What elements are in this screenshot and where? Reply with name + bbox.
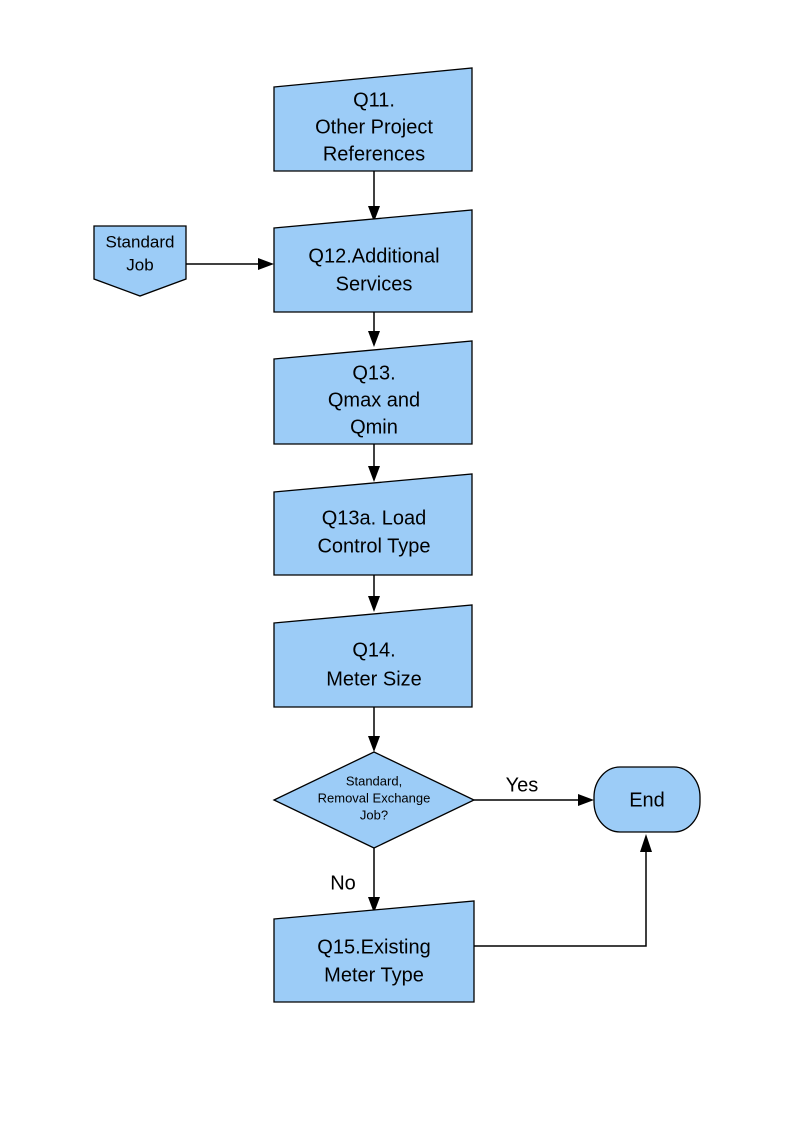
arrow-head-icon bbox=[368, 736, 380, 752]
connector-q12-to-q13 bbox=[368, 312, 380, 347]
node-q14-shape[interactable] bbox=[273, 604, 473, 708]
node-end-label: End bbox=[629, 789, 665, 811]
arrow-head-icon bbox=[258, 258, 274, 270]
node-q12-line1: Q12.Additional bbox=[308, 245, 439, 267]
connector-q13a-to-q14 bbox=[368, 575, 380, 612]
node-q12-line2: Services bbox=[336, 273, 413, 295]
arrow-head-icon bbox=[368, 466, 380, 482]
node-q15-line2: Meter Type bbox=[324, 964, 424, 986]
node-q11-line1: Q11. bbox=[353, 89, 395, 111]
node-q14-line2: Meter Size bbox=[326, 668, 422, 690]
node-q15-line1: Q15.Existing bbox=[317, 936, 430, 958]
node-decision-standard-removal-exchange[interactable]: Standard, Removal Exchange Job? bbox=[272, 751, 476, 849]
arrow-head-icon bbox=[368, 331, 380, 347]
connector-q11-to-q12 bbox=[368, 171, 380, 222]
edge-label-no: No bbox=[330, 872, 356, 894]
node-end[interactable]: End bbox=[593, 766, 701, 833]
arrow-head-icon bbox=[368, 206, 380, 222]
edge-label-yes: Yes bbox=[506, 774, 539, 796]
connector-q15-to-end bbox=[474, 834, 652, 947]
node-decision-line1: Standard, bbox=[346, 773, 402, 788]
node-q13-shape[interactable] bbox=[273, 340, 473, 445]
connector-decision-to-end bbox=[474, 794, 594, 806]
node-q11-line3: References bbox=[323, 143, 425, 165]
node-q12[interactable]: Q12.Additional Services bbox=[273, 209, 473, 313]
node-q13a-shape[interactable] bbox=[273, 473, 473, 576]
node-q11-line2: Other Project bbox=[315, 116, 433, 138]
node-q13a-line2: Control Type bbox=[317, 535, 430, 557]
node-q15[interactable]: Q15.Existing Meter Type bbox=[273, 900, 475, 1003]
connector-q14-to-decision bbox=[368, 707, 380, 752]
node-standard-job-line2: Job bbox=[126, 255, 153, 274]
connector-standardjob-to-q12 bbox=[186, 258, 274, 270]
node-q13-line3: Qmin bbox=[350, 416, 398, 438]
node-decision-line2: Removal Exchange bbox=[318, 790, 431, 805]
node-q14[interactable]: Q14. Meter Size bbox=[273, 604, 473, 708]
node-q15-shape[interactable] bbox=[273, 900, 475, 1003]
node-q13-line1: Q13. bbox=[352, 362, 395, 384]
arrow-head-icon bbox=[368, 596, 380, 612]
node-standard-job[interactable]: Standard Job bbox=[93, 225, 187, 297]
node-q12-shape[interactable] bbox=[273, 209, 473, 313]
node-q13-line2: Qmax and bbox=[328, 389, 420, 411]
node-end-shape[interactable] bbox=[593, 766, 701, 833]
node-q14-line1: Q14. bbox=[352, 639, 395, 661]
node-q11[interactable]: Q11. Other Project References bbox=[273, 67, 473, 172]
arrow-head-icon bbox=[578, 794, 594, 806]
node-decision-line3: Job? bbox=[360, 807, 388, 822]
node-q13[interactable]: Q13. Qmax and Qmin bbox=[273, 340, 473, 445]
node-q11-shape[interactable] bbox=[273, 67, 473, 172]
connector-decision-to-q15 bbox=[368, 848, 380, 913]
connector-q13-to-q13a bbox=[368, 444, 380, 482]
arrow-head-icon bbox=[640, 834, 652, 852]
node-standard-job-line1: Standard bbox=[106, 232, 175, 251]
node-q13a-line1: Q13a. Load bbox=[322, 507, 427, 529]
connector-line bbox=[474, 845, 647, 947]
arrow-head-icon bbox=[368, 897, 380, 913]
node-standard-job-shape[interactable] bbox=[93, 225, 187, 297]
node-q13a[interactable]: Q13a. Load Control Type bbox=[273, 473, 473, 576]
node-decision-shape[interactable] bbox=[272, 751, 476, 849]
